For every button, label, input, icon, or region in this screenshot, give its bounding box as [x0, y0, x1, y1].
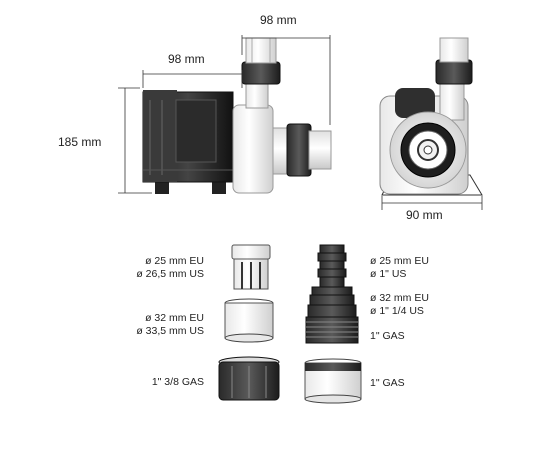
label-sleeve-32-eu: ø 32 mm EU	[145, 312, 204, 324]
dim-depth: 90 mm	[406, 208, 443, 222]
fitting-sleeve-left	[224, 298, 274, 343]
label-sleeve-33-us: ø 33,5 mm US	[136, 325, 204, 337]
front-outlet-pipe	[439, 79, 465, 121]
top-union-nut	[241, 61, 281, 85]
label-barb-25-eu: ø 25 mm EU	[370, 255, 429, 267]
label-barb-32-eu: ø 32 mm EU	[370, 292, 429, 304]
front-union-sleeve	[439, 37, 469, 63]
dim-body-width: 98 mm	[168, 52, 205, 66]
side-union-sleeve	[308, 130, 332, 170]
label-barb-1-us: ø 1" US	[370, 268, 407, 280]
side-foot-right	[212, 182, 226, 194]
label-cap-26-us: ø 26,5 mm US	[136, 268, 204, 280]
pump-side-view	[142, 37, 332, 194]
label-barb-114-us: ø 1" 1/4 US	[370, 305, 424, 317]
dimension-lines-front	[381, 196, 483, 210]
fitting-socket	[304, 358, 362, 404]
fitting-threaded-end	[305, 316, 359, 344]
label-thread-gas: 1" GAS	[370, 330, 405, 342]
fitting-hose-barb	[307, 244, 357, 318]
label-cap-25-eu: ø 25 mm EU	[145, 255, 204, 267]
label-socket-gas: 1" GAS	[370, 377, 405, 389]
volute-housing	[232, 104, 274, 194]
fitting-nut-left	[218, 356, 280, 401]
top-union-sleeve	[245, 37, 277, 64]
dimension-lines-side	[118, 35, 331, 194]
front-union-nut	[435, 59, 473, 85]
fitting-cap-left	[231, 244, 271, 290]
dim-height: 185 mm	[58, 135, 102, 149]
front-motor-top	[395, 88, 435, 118]
motor-endcap	[143, 90, 177, 182]
side-foot-left	[155, 182, 169, 194]
side-union-nut	[286, 123, 312, 177]
pump-front-view	[379, 37, 483, 196]
dim-top-width: 98 mm	[260, 13, 297, 27]
label-nut-gas: 1" 3/8 GAS	[151, 376, 204, 388]
motor-window	[175, 99, 217, 163]
